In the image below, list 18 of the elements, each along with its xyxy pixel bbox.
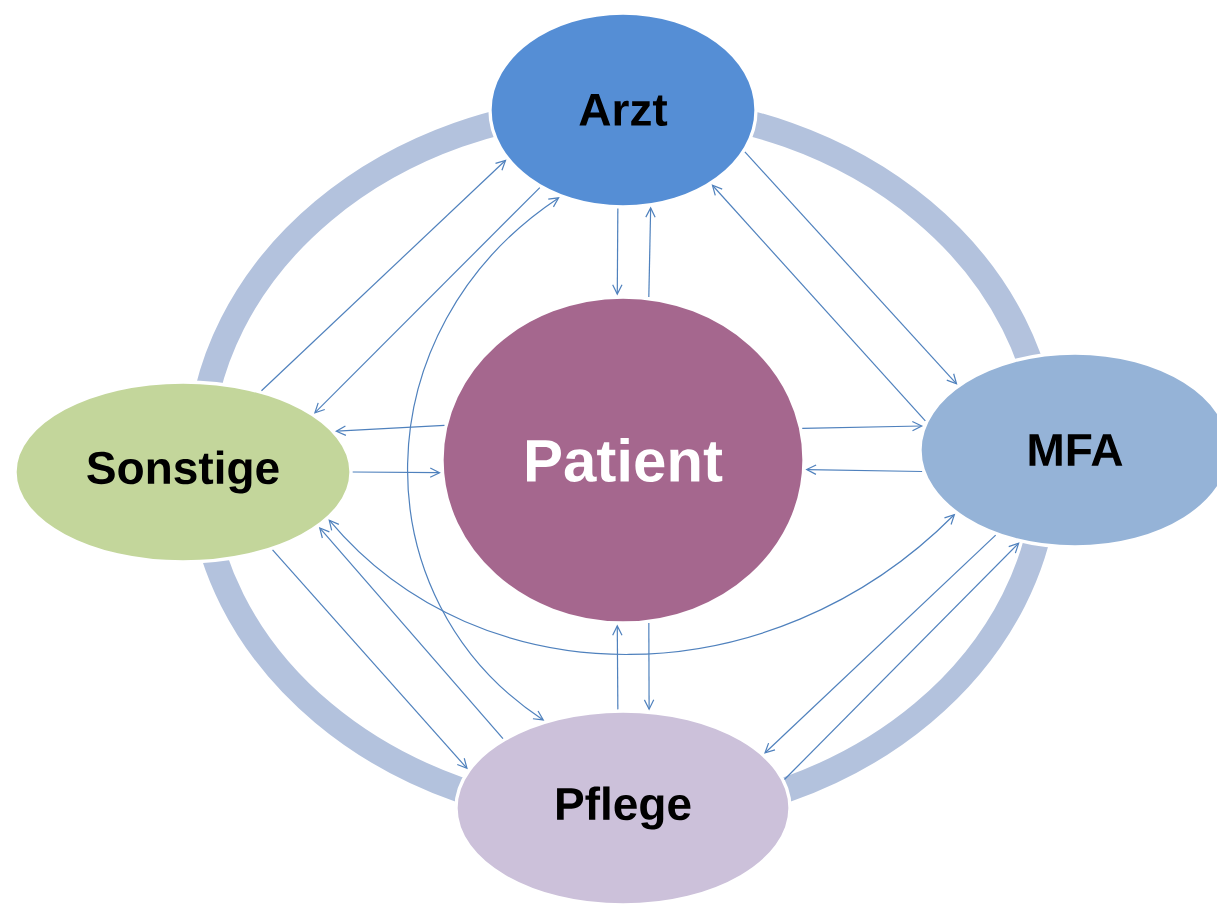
arrow xyxy=(645,206,656,298)
arrow xyxy=(612,208,623,296)
arrow xyxy=(335,424,446,436)
arrow xyxy=(318,526,504,740)
arrow xyxy=(612,624,623,710)
arrow xyxy=(271,549,468,770)
arrow xyxy=(801,420,924,432)
arrow xyxy=(260,159,507,392)
arrow xyxy=(328,513,956,656)
arrow xyxy=(744,151,958,385)
arrow xyxy=(352,467,441,478)
arrow xyxy=(643,622,655,711)
arrow xyxy=(313,187,541,414)
arrow xyxy=(711,184,926,422)
arrow xyxy=(764,534,997,754)
arrow xyxy=(805,464,923,475)
arrow xyxy=(407,197,560,721)
arrow xyxy=(783,542,1020,781)
